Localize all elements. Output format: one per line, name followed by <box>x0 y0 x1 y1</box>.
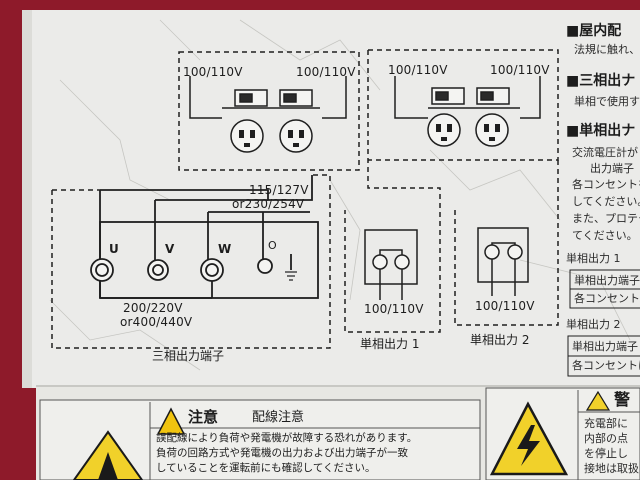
side-line-7: また、プロテク <box>572 212 640 225</box>
terminal-v <box>147 259 169 281</box>
terminal-w-label: W <box>218 242 232 256</box>
left-outlet-box <box>178 51 360 171</box>
warning-line-2: 内部の点 <box>584 432 628 445</box>
single-phase-1-voltage: 100/110V <box>364 302 424 316</box>
right-outlet-voltage-1: 100/110V <box>388 63 448 77</box>
right-outlet-voltage-2: 100/110V <box>490 63 550 77</box>
label-plate <box>22 10 640 388</box>
three-phase-upper-voltage-1: 115/127V <box>249 183 309 197</box>
three-phase-box <box>51 174 331 349</box>
side-line-1: 法規に触れ、 <box>574 43 640 56</box>
caution-triangle-icon <box>156 407 186 435</box>
right-outlet-2 <box>475 113 509 147</box>
single-1-title: 単相出力 1 <box>566 252 621 265</box>
side-line-4: 出力端子 <box>590 162 634 175</box>
big-warning-triangle-icon <box>72 430 144 480</box>
single-phase-1-box <box>364 229 418 285</box>
single-phase-1-label: 単相出力 1 <box>360 337 420 351</box>
warning-line-4: 接地は取扱 <box>584 462 639 475</box>
side-heading-3: ■単相出ナ <box>566 123 636 139</box>
surface-cracks <box>49 19 631 371</box>
warning-title: 警 <box>614 390 631 409</box>
single-1-box-line-2: 各コンセントは <box>574 292 640 305</box>
terminal-v-label: V <box>165 242 175 256</box>
three-phase-lower-voltage-2: or400/440V <box>120 315 193 329</box>
warning-line-1: 充電部に <box>584 417 628 430</box>
three-phase-lower-voltage-1: 200/220V <box>123 301 183 315</box>
ground-symbol-icon <box>285 271 297 281</box>
single-1-box-line-1: 単相出力端子 <box>574 274 640 287</box>
side-heading-1: ■屋内配 <box>566 23 622 39</box>
side-heading-2: ■三相出ナ <box>566 73 636 89</box>
terminal-u-label: U <box>109 242 119 256</box>
caution-title: 注意 <box>188 408 219 426</box>
warning-line-3: を停止し <box>584 447 628 460</box>
side-line-6: してください。 <box>572 195 640 208</box>
warning-small-icon <box>585 390 611 411</box>
single-phase-2-label: 単相出力 2 <box>470 333 530 347</box>
three-phase-upper-voltage-2: or230/254V <box>232 197 305 211</box>
caution-subtitle: 配線注意 <box>252 410 305 425</box>
terminal-o-label: O <box>268 239 277 252</box>
left-outlet-voltage-1: 100/110V <box>183 65 243 79</box>
right-outlet-1 <box>427 113 461 147</box>
side-line-2: 単相で使用す <box>574 95 640 108</box>
caution-line-2: 負荷の回路方式や発電機の出力および出力端子が一致 <box>156 447 408 459</box>
terminal-w <box>200 258 224 282</box>
left-outlet-1 <box>230 119 264 153</box>
side-line-5: 各コンセントを <box>572 178 640 191</box>
single-phase-2-terminal-b <box>507 244 523 260</box>
single-phase-2-box <box>454 160 559 326</box>
left-outlet-2 <box>279 119 313 153</box>
side-line-3: 交流電圧計が <box>572 146 638 159</box>
electric-hazard-icon <box>489 401 569 476</box>
caution-line-3: していることを運転前にも確認してください。 <box>156 462 376 474</box>
side-line-8: てください。 <box>572 229 638 242</box>
single-phase-2-terminal-a <box>484 244 500 260</box>
terminal-u <box>90 258 114 282</box>
single-2-box-line-2: 各コンセントは <box>572 359 640 372</box>
plate-shadow-edge <box>22 10 32 388</box>
caution-line-1: 誤配線により負荷や発電機が故障する恐れがあります。 <box>156 432 418 444</box>
single-2-title: 単相出力 2 <box>566 318 621 331</box>
single-2-box-line-1: 単相出力端子 <box>572 340 638 353</box>
single-phase-2-voltage: 100/110V <box>475 299 535 313</box>
right-outlet-box <box>368 49 559 161</box>
single-phase-1-terminal-b <box>394 254 410 270</box>
three-phase-output-label: 三相出力端子 <box>152 349 225 363</box>
terminal-o <box>257 258 273 274</box>
single-phase-1-terminal-a <box>372 254 388 270</box>
single-phase-2-inner <box>477 227 529 283</box>
left-outlet-voltage-2: 100/110V <box>296 65 356 79</box>
